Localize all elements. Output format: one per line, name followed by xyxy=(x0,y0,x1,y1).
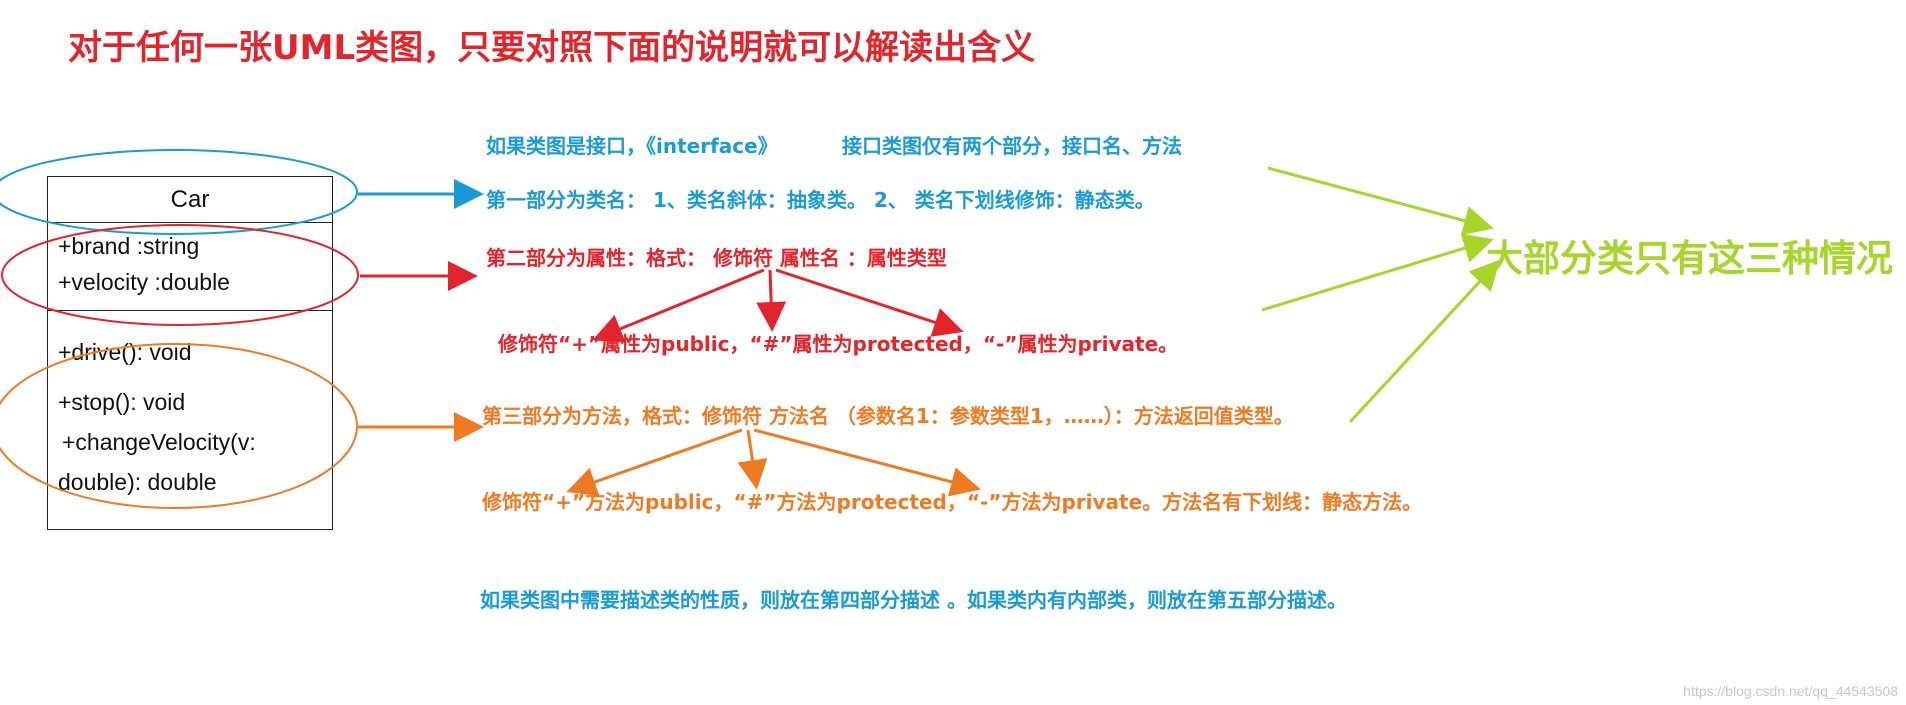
green-arrow-top xyxy=(1267,166,1494,236)
part2-modifier-note: 修饰符“+”属性为public，“#”属性为protected，“-”属性为pr… xyxy=(498,332,1179,356)
red-fork-mid xyxy=(756,269,787,332)
page-title: 对于任何一张UML类图，只要对照下面的说明就可以解读出含义 xyxy=(68,28,1036,68)
part3-note: 第三部分为方法，格式：修饰符 方法名 （参数名1：参数类型1，……）：方法返回值… xyxy=(482,404,1294,428)
attribute-velocity: +velocity :double xyxy=(58,269,230,295)
interface-parts-note: 接口类图仅有两个部分，接口名、方法 xyxy=(842,134,1182,158)
red-ellipse xyxy=(1,224,359,326)
orange-fork-right xyxy=(753,428,981,497)
watermark: https://blog.csdn.net/qq_44543508 xyxy=(1683,683,1898,699)
summary-note: 大部分类只有这三种情况 xyxy=(1486,237,1893,280)
part1-note: 第一部分为类名： 1、类名斜体：抽象类。 2、 类名下划线修饰：静态类。 xyxy=(486,188,1155,212)
method-stop: +stop(): void xyxy=(58,389,186,415)
part3-modifier-note: 修饰符“+”方法为public，“#”方法为protected，“-”方法为pr… xyxy=(482,490,1423,514)
method-change-velocity-cont: double): double xyxy=(58,469,217,495)
attribute-brand: +brand :string xyxy=(58,233,200,259)
method-change-velocity: +changeVelocity(v: xyxy=(62,429,256,455)
red-fork-right xyxy=(775,268,964,337)
attributes-section: +brand :string +velocity :double xyxy=(48,223,332,311)
uml-class-box: Car +brand :string +velocity :double +dr… xyxy=(47,176,333,530)
interface-note: 如果类图是接口，《interface》 xyxy=(486,134,778,158)
extra-parts-note: 如果类图中需要描述类的性质，则放在第四部分描述 。如果类内有内部类，则放在第五部… xyxy=(480,588,1347,612)
green-arrow-mid xyxy=(1261,233,1494,312)
blue-ellipse xyxy=(0,149,358,235)
orange-ellipse xyxy=(0,343,358,509)
methods-section: +drive(): void +stop(): void +changeVelo… xyxy=(48,311,332,531)
red-fork-left xyxy=(592,268,765,343)
part2-note: 第二部分为属性：格式： 修饰符 属性名 ：属性类型 xyxy=(486,246,947,270)
orange-fork-left xyxy=(566,428,743,497)
orange-fork-mid xyxy=(737,429,768,490)
class-name: Car xyxy=(48,177,332,223)
green-arrow-bottom xyxy=(1348,259,1501,424)
